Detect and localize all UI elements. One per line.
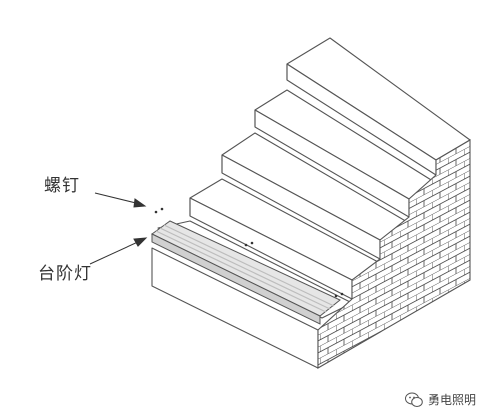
screw-label: 螺钉	[44, 176, 80, 196]
screws	[154, 207, 344, 298]
screw-dot	[160, 207, 164, 211]
step-light-label: 台阶灯	[38, 264, 92, 284]
step-light	[151, 220, 341, 325]
watermark: 勇电照明	[404, 391, 476, 408]
screw-dot	[340, 292, 344, 296]
wechat-icon	[404, 392, 423, 407]
screw-dot	[250, 241, 254, 245]
brick-side-wall	[317, 139, 471, 369]
watermark-text: 勇电照明	[427, 393, 476, 407]
screw-dot	[154, 210, 158, 214]
screw-dot	[334, 294, 338, 298]
callout-arrows	[89, 192, 148, 265]
screw-dot	[244, 243, 248, 247]
